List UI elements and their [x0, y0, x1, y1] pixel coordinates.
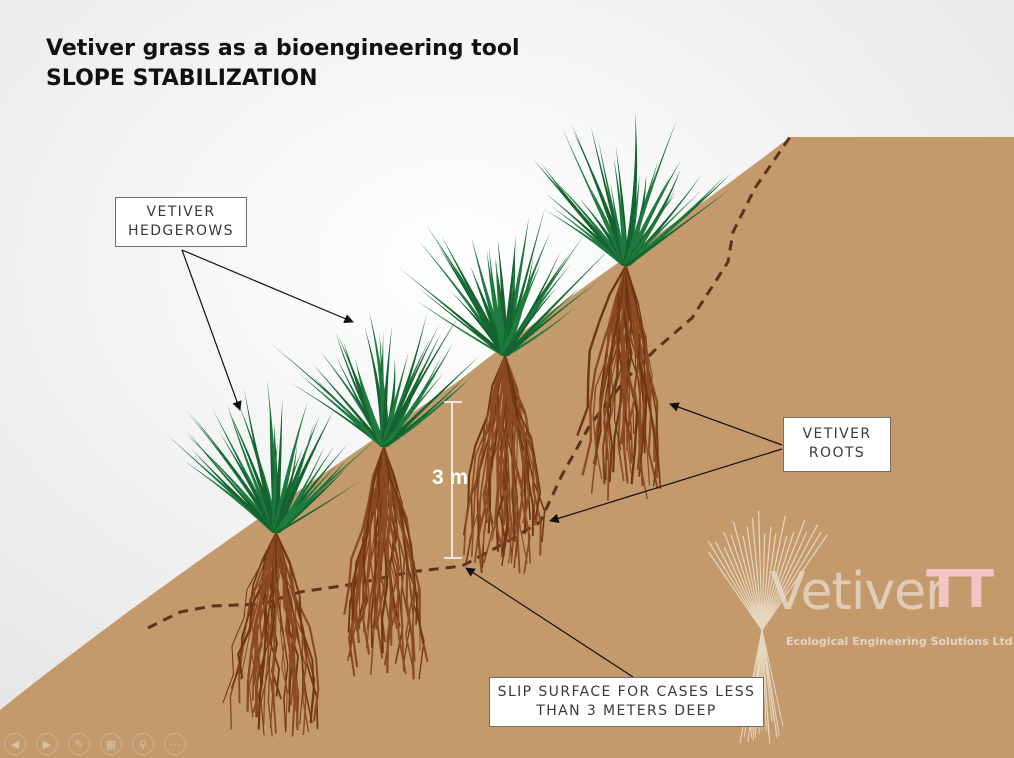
vetiver-plant-1: [167, 378, 379, 533]
logo-tagline: Ecological Engineering Solutions Ltd: [786, 635, 1013, 648]
logo-tt-mark: TT: [926, 560, 994, 620]
vetiver-hedgerows: [167, 113, 732, 533]
callout-roots-line-2: ROOTS: [808, 445, 866, 461]
arrow-roots-2: [549, 448, 783, 524]
arrow-slip-surface: [465, 567, 634, 678]
callout-hedgerows-line-1: VETIVER: [146, 204, 216, 220]
vetiver-root-mass-2: [343, 446, 429, 680]
callout-hedgerows-line-2: HEDGEROWS: [128, 223, 234, 239]
depth-measure: [444, 401, 462, 559]
next-icon: ▶: [42, 737, 52, 751]
callout-slip-surface: SLIP SURFACE FOR CASES LESS THAN 3 METER…: [489, 677, 764, 727]
vetiver-root-mass-3: [462, 355, 546, 574]
logo-wordmark: Vetiver: [770, 562, 947, 622]
vetiver-plant-3: [399, 207, 612, 356]
callout-slip-line-1: SLIP SURFACE FOR CASES LESS: [497, 684, 756, 700]
title-line-1: Vetiver grass as a bioengineering tool: [46, 36, 520, 61]
vetiver-root-mass-1: [222, 532, 320, 737]
more-options-button[interactable]: ⋯: [164, 733, 186, 755]
callout-vetiver-roots: VETIVER ROOTS: [783, 417, 891, 472]
previous-slide-button[interactable]: ◀: [4, 733, 26, 755]
callout-arrows: [181, 249, 783, 678]
callout-slip-line-2: THAN 3 METERS DEEP: [536, 703, 717, 719]
previous-icon: ◀: [10, 737, 20, 751]
vetiver-root-mass-4: [576, 265, 662, 501]
pen-tool-button[interactable]: ✎: [68, 733, 90, 755]
vetiver-roots: [222, 265, 662, 737]
arrow-roots-1: [669, 402, 783, 446]
title-line-2: SLOPE STABILIZATION: [46, 66, 318, 91]
arrow-hedgerow-2: [181, 249, 354, 324]
zoom-button[interactable]: ⚲: [132, 733, 154, 755]
callout-vetiver-hedgerows: VETIVER HEDGEROWS: [115, 197, 247, 247]
slideshow-toolbar: ◀ ▶ ✎ ▦ ⚲ ⋯: [4, 733, 186, 755]
vetiver-plant-2: [271, 311, 480, 447]
slides-grid-button[interactable]: ▦: [100, 733, 122, 755]
slides-grid-icon: ▦: [105, 737, 117, 751]
callout-roots-line-1: VETIVER: [802, 426, 872, 442]
page-title: Vetiver grass as a bioengineering tool S…: [46, 34, 520, 94]
arrow-hedgerow-1: [181, 249, 242, 411]
next-slide-button[interactable]: ▶: [36, 733, 58, 755]
pen-icon: ✎: [74, 737, 84, 751]
vetiver-plant-4: [533, 113, 732, 266]
zoom-icon: ⚲: [138, 737, 148, 751]
depth-label: 3 m: [432, 466, 469, 489]
more-options-icon: ⋯: [169, 737, 181, 751]
